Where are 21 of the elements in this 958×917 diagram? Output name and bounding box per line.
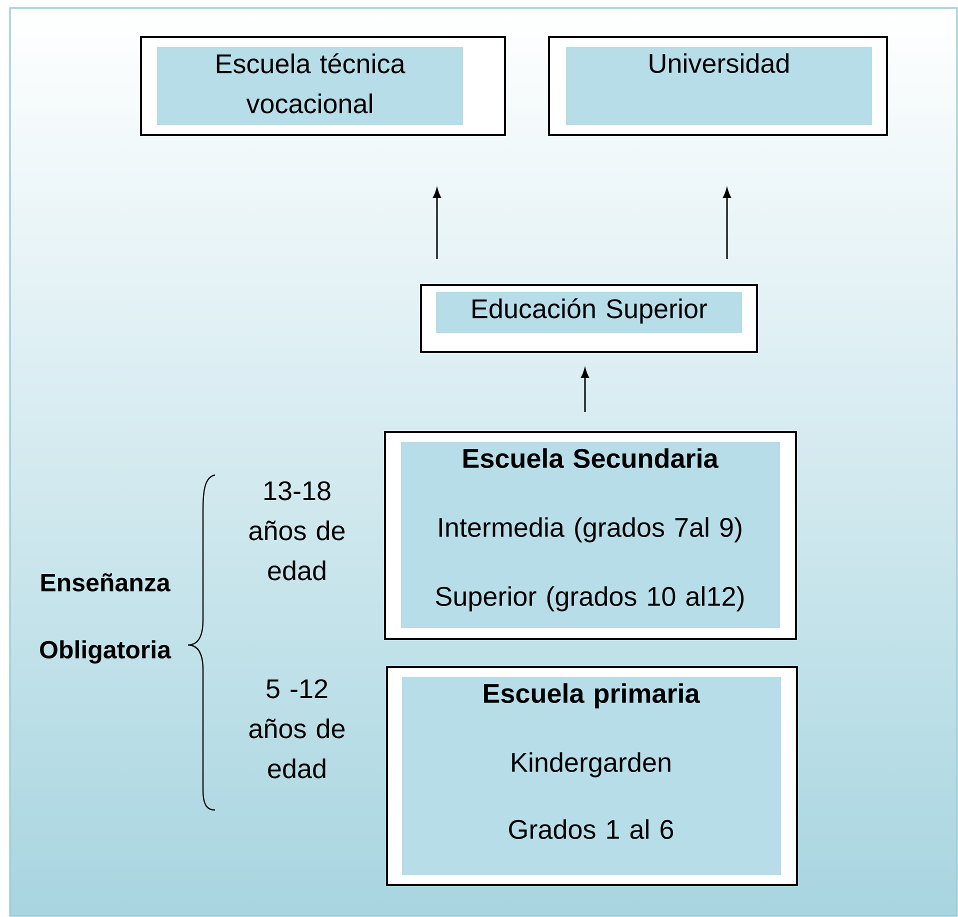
school-box [384,431,797,640]
bracket-label: Enseñanza [41,573,170,592]
school-box [420,284,758,353]
arrow [581,368,589,412]
box-text: Escuela técnica vocacional [216,53,406,114]
box-heading: Escuela Secundaria [464,448,718,468]
age-label: 5 -12 años de edad [249,679,345,778]
box-text: Kindergarden [512,752,670,778]
age-label: 13-18 años de edad [249,481,345,580]
box-heading: Escuela primaria [484,683,700,708]
box-text: Superior (grados 10 al12) [436,586,744,612]
arrow [433,188,441,259]
school-box [548,36,888,136]
arrow [723,188,731,259]
box-text: Universidad [650,53,789,74]
school-box [140,36,506,136]
box-text: Intermedia (grados 7al 9) [439,517,742,542]
box-text: Grados 1 al 6 [509,819,674,840]
bracket-label: Obligatoria [40,640,172,664]
school-box [386,666,798,886]
box-text: Educación Superior [472,298,708,324]
